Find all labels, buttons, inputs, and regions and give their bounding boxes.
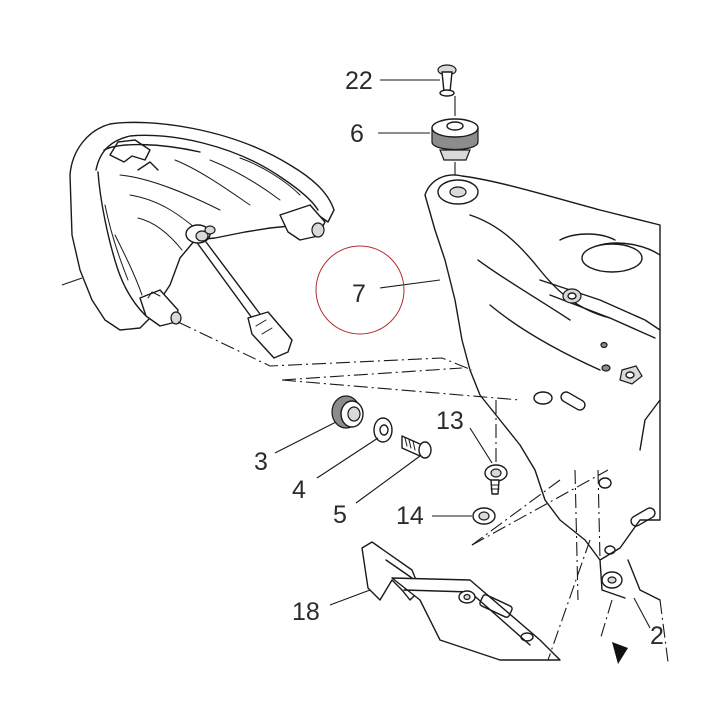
- subframe-bracket-part-7: [424, 174, 661, 601]
- callout-5: 5: [333, 501, 347, 529]
- bracket-part-18: [361, 541, 561, 661]
- callout-13: 13: [436, 407, 464, 435]
- callout-7: 7: [352, 280, 366, 308]
- callout-leaders: [274, 79, 651, 629]
- callout-6: 6: [350, 120, 364, 148]
- callout-2: 2: [650, 622, 664, 650]
- assembly-center-lines: [177, 321, 669, 663]
- pin-part-22: [437, 64, 457, 97]
- screw-part-5: [401, 435, 432, 459]
- washer-part-14: [472, 507, 496, 525]
- grommet-part-3: [331, 395, 364, 429]
- callout-22: 22: [345, 67, 373, 95]
- callout-3: 3: [254, 448, 268, 476]
- washer-part-4: [373, 417, 393, 443]
- wiring-harness: [139, 224, 293, 359]
- callout-4: 4: [292, 476, 306, 504]
- bolt-part-13: [484, 464, 508, 495]
- direction-arrow-icon: [612, 642, 628, 664]
- callout-18: 18: [292, 598, 320, 626]
- rubber-cap-part-6: [431, 118, 479, 161]
- highlight-circle: [315, 245, 405, 335]
- callout-14: 14: [396, 502, 424, 530]
